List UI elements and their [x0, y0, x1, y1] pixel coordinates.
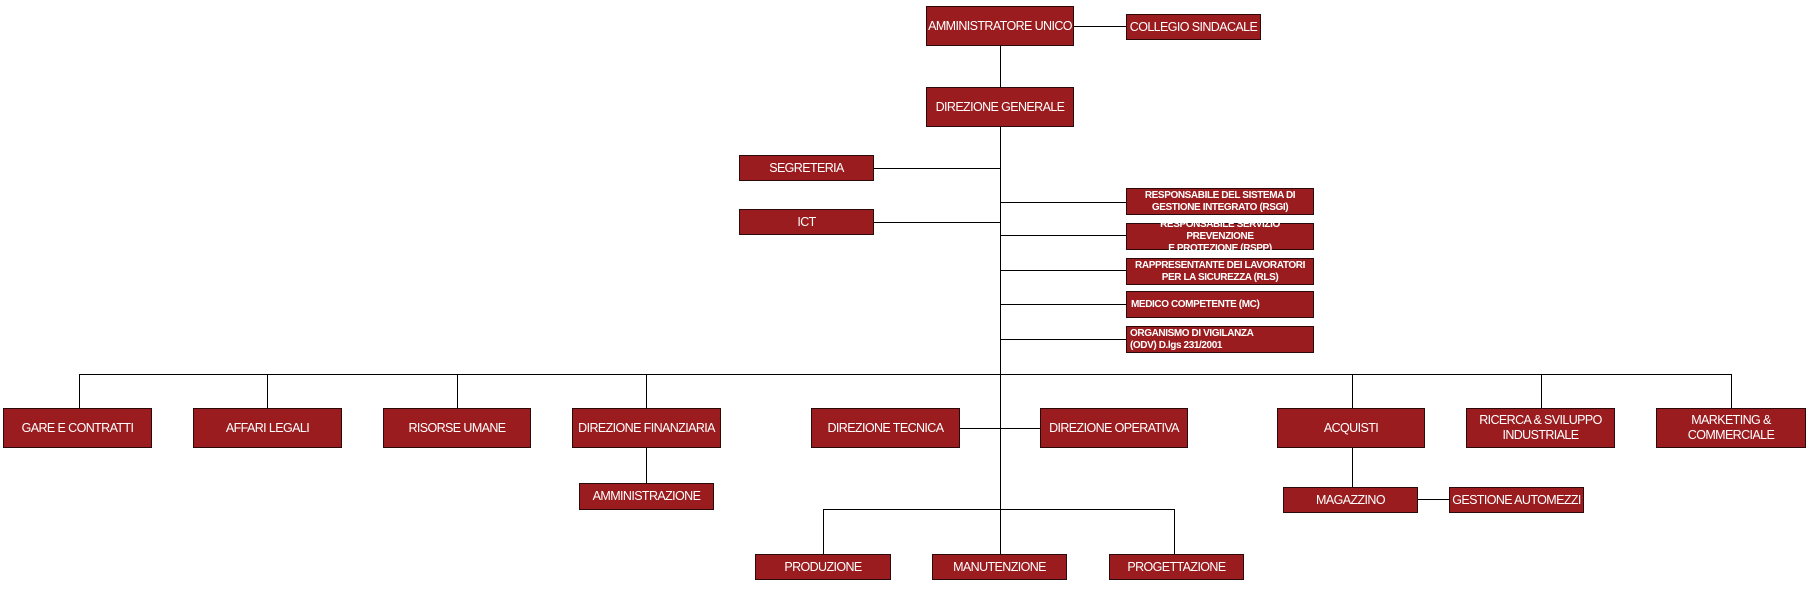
- connector: [646, 374, 647, 408]
- connector: [1418, 499, 1449, 500]
- node-rls: RAPPRESENTANTE DEI LAVORATORI PER LA SIC…: [1126, 258, 1314, 285]
- node-amministratore-unico: AMMINISTRATORE UNICO: [926, 6, 1074, 46]
- connector: [457, 374, 458, 408]
- connector: [1000, 235, 1126, 236]
- node-magazzino: MAGAZZINO: [1283, 487, 1418, 513]
- connector: [874, 222, 1000, 223]
- node-affari-legali: AFFARI LEGALI: [193, 408, 342, 448]
- node-segreteria: SEGRETERIA: [739, 155, 874, 181]
- connector: [79, 374, 1731, 375]
- connector: [1352, 374, 1353, 408]
- node-progettazione: PROGETTAZIONE: [1109, 554, 1244, 580]
- connector: [823, 509, 1174, 510]
- connector: [874, 168, 1000, 169]
- node-direzione-operativa: DIREZIONE OPERATIVA: [1040, 408, 1188, 448]
- node-manutenzione: MANUTENZIONE: [932, 554, 1067, 580]
- connector: [960, 428, 1040, 429]
- node-direzione-finanziaria: DIREZIONE FINANZIARIA: [572, 408, 721, 448]
- node-ict: ICT: [739, 209, 874, 235]
- node-gestione-automezzi: GESTIONE AUTOMEZZI: [1449, 487, 1584, 513]
- node-direzione-generale: DIREZIONE GENERALE: [926, 87, 1074, 127]
- node-acquisti: ACQUISTI: [1277, 408, 1425, 448]
- connector: [1352, 448, 1353, 487]
- connector: [1000, 304, 1126, 305]
- connector: [1731, 374, 1732, 408]
- connector: [823, 509, 824, 554]
- node-odv: ORGANISMO DI VIGILANZA (ODV) D.lgs 231/2…: [1126, 326, 1314, 353]
- connector: [1000, 270, 1126, 271]
- connector: [1000, 202, 1126, 203]
- node-risorse-umane: RISORSE UMANE: [383, 408, 531, 448]
- node-mc: MEDICO COMPETENTE (MC): [1126, 291, 1314, 318]
- connector: [79, 374, 80, 408]
- node-gare-contratti: GARE E CONTRATTI: [3, 408, 152, 448]
- node-rsgi: RESPONSABILE DEL SISTEMA DI GESTIONE INT…: [1126, 188, 1314, 215]
- connector: [1000, 46, 1001, 87]
- node-marketing-commerciale: MARKETING & COMMERCIALE: [1656, 408, 1806, 448]
- connector: [267, 374, 268, 408]
- node-produzione: PRODUZIONE: [755, 554, 891, 580]
- connector: [1541, 374, 1542, 408]
- node-collegio-sindacale: COLLEGIO SINDACALE: [1126, 14, 1261, 40]
- connector: [1000, 339, 1126, 340]
- connector: [1074, 26, 1126, 27]
- node-direzione-tecnica: DIREZIONE TECNICA: [811, 408, 960, 448]
- connector: [1174, 509, 1175, 554]
- node-amministrazione: AMMINISTRAZIONE: [579, 483, 714, 510]
- node-rspp: RESPONSABILE SERVIZIO PREVENZIONE E PROT…: [1126, 219, 1314, 254]
- node-ricerca-sviluppo: RICERCA & SVILUPPO INDUSTRIALE: [1466, 408, 1615, 448]
- connector: [646, 448, 647, 483]
- connector: [1000, 127, 1001, 579]
